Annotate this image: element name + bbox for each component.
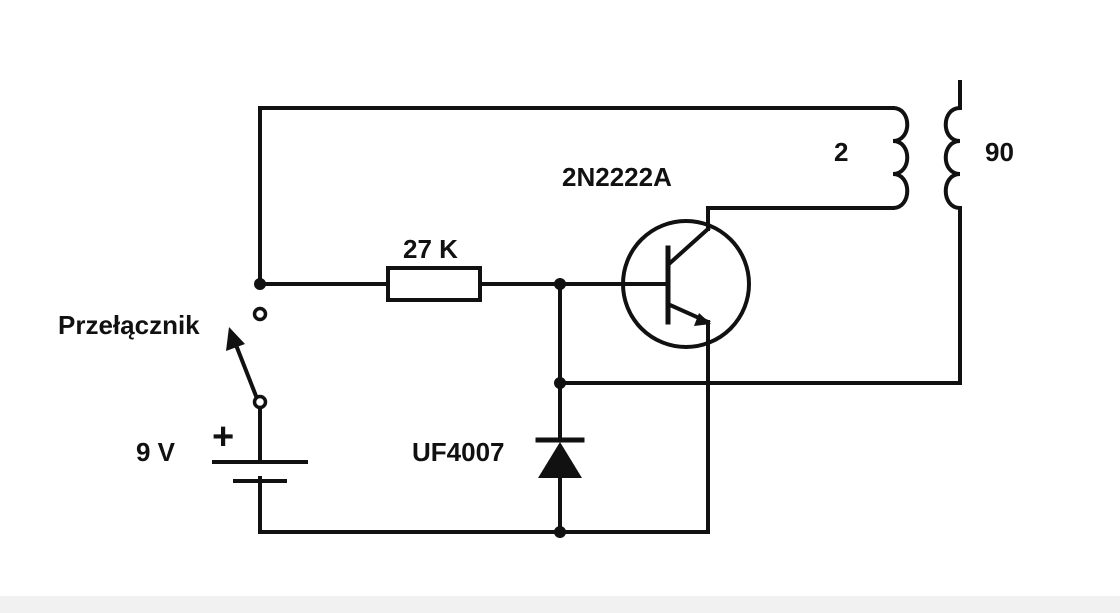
resistor-label: 27 K xyxy=(403,234,458,264)
switch-blade xyxy=(233,342,259,399)
switch-contact-bottom xyxy=(252,394,268,410)
wire-top-rail xyxy=(258,106,895,288)
wire-bottom-rail xyxy=(258,476,710,534)
junction-dot-base-node xyxy=(554,278,566,290)
junction-dot-secondary-node xyxy=(554,377,566,389)
bottom-strip xyxy=(0,596,1120,613)
junction-dot-switch-node xyxy=(254,278,266,290)
battery-voltage-label: 9 V xyxy=(136,437,176,467)
switch-label: Przełącznik xyxy=(58,310,200,340)
primary-turns-label: 2 xyxy=(834,137,848,167)
resistor-27k xyxy=(386,266,482,302)
switch-contact-top xyxy=(252,306,268,322)
transistor-label: 2N2222A xyxy=(562,162,672,192)
transistor-2n2222a xyxy=(621,219,751,349)
primary-coil xyxy=(890,105,910,211)
diode-uf4007 xyxy=(538,442,582,478)
wire-secondary-return xyxy=(558,206,962,385)
secondary-coil xyxy=(943,105,963,211)
diode-label: UF4007 xyxy=(412,437,505,467)
battery-plus-label: + xyxy=(212,416,234,458)
wire-collector xyxy=(706,206,895,231)
junction-dot-bottom-node xyxy=(554,526,566,538)
switch-arrow xyxy=(226,327,245,351)
transistor-collector-leg xyxy=(667,226,711,266)
secondary-turns-label: 90 xyxy=(985,137,1014,167)
